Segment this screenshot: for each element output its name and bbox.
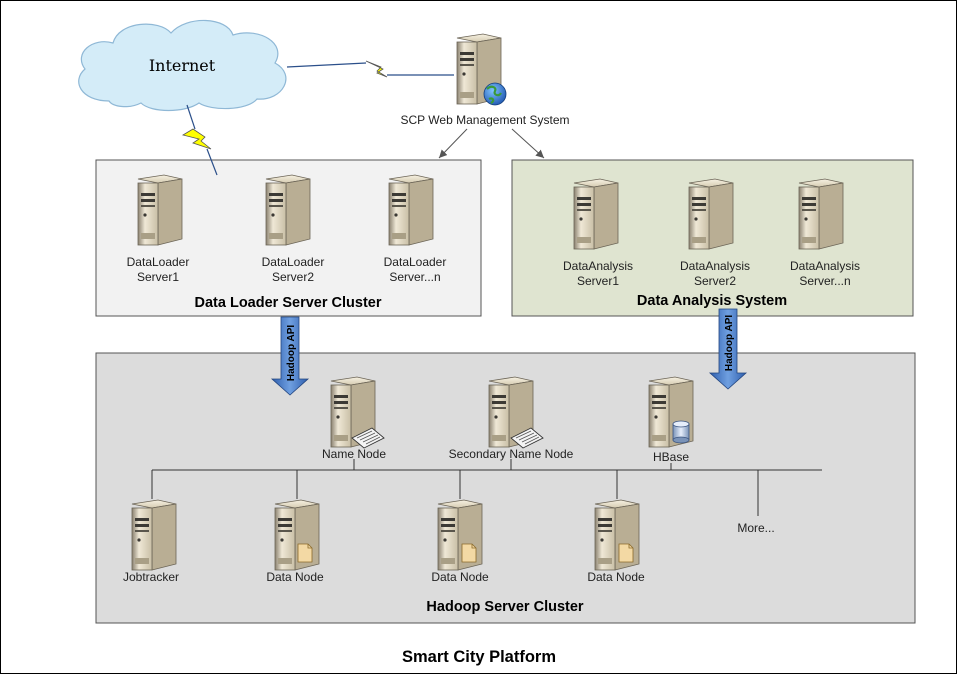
- more-nodes-label: More...: [737, 521, 774, 535]
- dataloader-server-n: DataLoader Server...n: [384, 174, 447, 284]
- arrow-web-to-analysis: [511, 128, 545, 159]
- wireless-link-internet-loader: [181, 104, 218, 176]
- data-node-1: Data Node: [266, 499, 324, 584]
- dataanalysis-server-n-line2: Server...n: [799, 274, 850, 288]
- web-management-label: SCP Web Management System: [401, 113, 570, 127]
- data-node-2: Data Node: [431, 499, 489, 584]
- dataloader-server-2: DataLoader Server2: [262, 174, 325, 284]
- dataanalysis-server-n-line1: DataAnalysis: [790, 259, 860, 273]
- dataloader-server-2-line1: DataLoader: [262, 255, 325, 269]
- internet-cloud: Internet: [78, 19, 287, 112]
- dataanalysis-server-2-line1: DataAnalysis: [680, 259, 750, 273]
- hadoop-api-left-label: Hadoop API: [286, 325, 297, 382]
- dataanalysis-server-2-line2: Server2: [694, 274, 736, 288]
- name-node: Name Node: [322, 376, 386, 461]
- data-analysis-system-title: Data Analysis System: [637, 293, 787, 309]
- dataanalysis-server-2: DataAnalysis Server2: [680, 178, 750, 288]
- data-loader-cluster-title: Data Loader Server Cluster: [195, 295, 382, 311]
- jobtracker-node: Jobtracker: [123, 499, 179, 584]
- data-node-2-label: Data Node: [431, 570, 489, 584]
- data-node-3: Data Node: [587, 499, 645, 584]
- dataloader-server-n-line2: Server...n: [389, 270, 440, 284]
- network-bus: [151, 459, 822, 516]
- hadoop-api-arrow-left: Hadoop API: [270, 316, 310, 396]
- hbase-label: HBase: [653, 450, 689, 464]
- hadoop-cluster-title: Hadoop Server Cluster: [426, 599, 583, 615]
- name-node-label: Name Node: [322, 447, 386, 461]
- globe-icon: [483, 82, 507, 106]
- dataloader-server-1-line2: Server1: [137, 270, 179, 284]
- hbase-node: HBase: [648, 376, 694, 464]
- dataloader-server-n-line1: DataLoader: [384, 255, 447, 269]
- data-node-3-label: Data Node: [587, 570, 645, 584]
- dataanalysis-server-1: DataAnalysis Server1: [563, 178, 633, 288]
- dataloader-server-1-line1: DataLoader: [127, 255, 190, 269]
- arrow-web-to-loader: [438, 128, 468, 159]
- hadoop-api-arrow-right: Hadoop API: [708, 308, 748, 390]
- wireless-link-internet-web: [286, 60, 454, 78]
- secondary-name-node: Secondary Name Node: [449, 376, 574, 461]
- dataloader-server-1: DataLoader Server1: [127, 174, 190, 284]
- dataloader-server-2-line2: Server2: [272, 270, 314, 284]
- database-icon: [672, 420, 690, 444]
- data-node-1-label: Data Node: [266, 570, 324, 584]
- jobtracker-label: Jobtracker: [123, 570, 179, 584]
- hadoop-api-right-label: Hadoop API: [724, 315, 735, 372]
- dataanalysis-server-1-line1: DataAnalysis: [563, 259, 633, 273]
- internet-label: Internet: [149, 56, 216, 75]
- platform-title: Smart City Platform: [402, 648, 556, 666]
- dataanalysis-server-n: DataAnalysis Server...n: [790, 178, 860, 288]
- secondary-name-node-label: Secondary Name Node: [449, 447, 574, 461]
- dataanalysis-server-1-line2: Server1: [577, 274, 619, 288]
- web-management-server: SCP Web Management System: [401, 33, 570, 127]
